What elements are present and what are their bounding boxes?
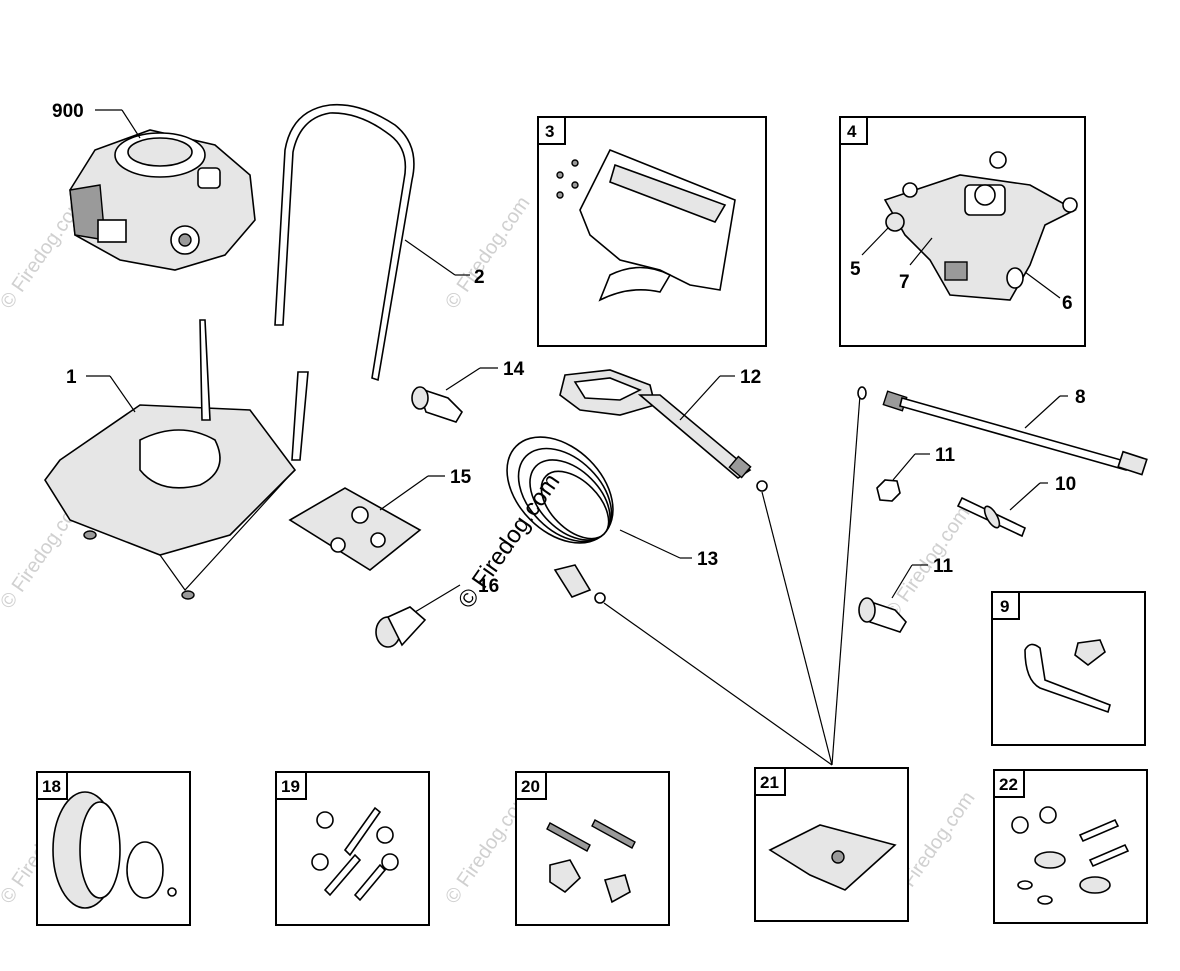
handle-part xyxy=(274,103,415,382)
callout-7: 7 xyxy=(899,272,910,293)
fitting-12-part xyxy=(858,597,907,633)
wand-8-part xyxy=(857,386,1148,476)
callout-1: 1 xyxy=(66,367,77,388)
box-number-9: 9 xyxy=(1000,597,1009,616)
callout-11: 11 xyxy=(935,445,956,466)
box-20: 20 xyxy=(515,771,670,926)
box-21: 21 xyxy=(754,767,909,922)
box-22: 22 xyxy=(993,769,1148,924)
watermark: © Firedog.com xyxy=(441,193,534,313)
leader-line xyxy=(1024,271,1061,299)
leader-line xyxy=(909,237,933,266)
box-number-22: 22 xyxy=(999,775,1018,794)
leader-line xyxy=(121,109,141,139)
box-19: 19 xyxy=(275,771,430,926)
box-4: 4 xyxy=(839,116,1086,347)
leader-line xyxy=(861,227,889,256)
box-number-20: 20 xyxy=(521,777,540,796)
converging-leaders xyxy=(603,394,861,766)
box-3: 3 xyxy=(537,116,767,347)
box-18: 18 xyxy=(36,771,191,926)
callout-10: 10 xyxy=(1055,474,1076,495)
coupler-17-part xyxy=(375,606,427,648)
callout-8: 8 xyxy=(1075,387,1086,408)
box-number-3: 3 xyxy=(545,122,554,141)
axle-10-part xyxy=(956,496,1027,538)
callout-14: 13 xyxy=(697,549,718,570)
engine-part xyxy=(69,129,256,271)
leader-line xyxy=(1009,482,1041,511)
box-number-18: 18 xyxy=(42,777,61,796)
callout-16: 15 xyxy=(450,467,472,488)
box-number-19: 19 xyxy=(281,777,300,796)
nut-11-part xyxy=(876,479,901,502)
leader-line xyxy=(679,375,721,421)
hose-14-part xyxy=(506,436,614,604)
box-9: 9 xyxy=(991,591,1146,746)
leader-line xyxy=(891,564,913,599)
callout-5: 5 xyxy=(850,259,861,280)
leader-line xyxy=(379,475,429,511)
parts-bag-16 xyxy=(288,487,422,571)
leader-line xyxy=(109,375,136,413)
leader-line xyxy=(1024,395,1061,429)
callout-2: 2 xyxy=(474,267,485,288)
frame-part xyxy=(44,319,309,600)
watermark-center: © Firedog.com xyxy=(453,469,566,614)
callout-17: 16 xyxy=(478,576,499,597)
spray-gun-13-part xyxy=(559,369,768,492)
leader-line xyxy=(445,367,481,391)
callout-15: 14 xyxy=(503,359,525,380)
leader-line xyxy=(892,453,916,481)
leader-line xyxy=(404,239,456,276)
fitting-15-part xyxy=(411,386,464,423)
watermark: © Firedog.com xyxy=(881,503,974,623)
leader-line xyxy=(414,584,461,613)
box-number-4: 4 xyxy=(847,122,857,141)
leader-line xyxy=(619,529,681,559)
callout-12: 11 xyxy=(933,556,954,577)
callout-6: 6 xyxy=(1062,293,1073,314)
callout-13: 12 xyxy=(740,367,761,388)
box-number-21: 21 xyxy=(760,773,779,792)
callout-900: 900 xyxy=(52,101,84,122)
